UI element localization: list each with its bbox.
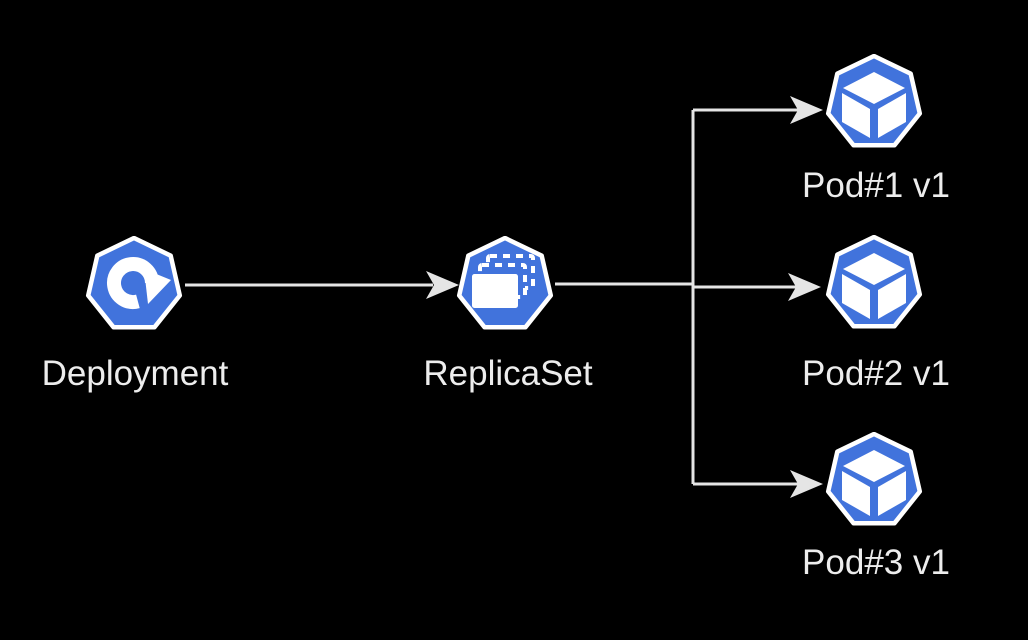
pod3-label: Pod#3 v1 bbox=[802, 543, 950, 582]
kubernetes-pod-icon bbox=[825, 54, 923, 148]
edge-deployment-to-replicaset bbox=[185, 271, 459, 299]
edge-branch-to-pod2 bbox=[693, 273, 821, 301]
replicaset-label: ReplicaSet bbox=[423, 354, 593, 393]
kubernetes-deployment-icon bbox=[85, 236, 183, 330]
kubernetes-replicaset-icon bbox=[456, 236, 554, 330]
edge-branch-to-pod3 bbox=[693, 470, 823, 498]
deployment-label: Deployment bbox=[41, 354, 229, 393]
pod2-label: Pod#2 v1 bbox=[802, 354, 950, 393]
kubernetes-pod-icon bbox=[825, 235, 923, 329]
edge-branch-to-pod1 bbox=[693, 96, 823, 124]
pod1-label: Pod#1 v1 bbox=[802, 166, 950, 205]
kubernetes-pod-icon bbox=[825, 432, 923, 526]
